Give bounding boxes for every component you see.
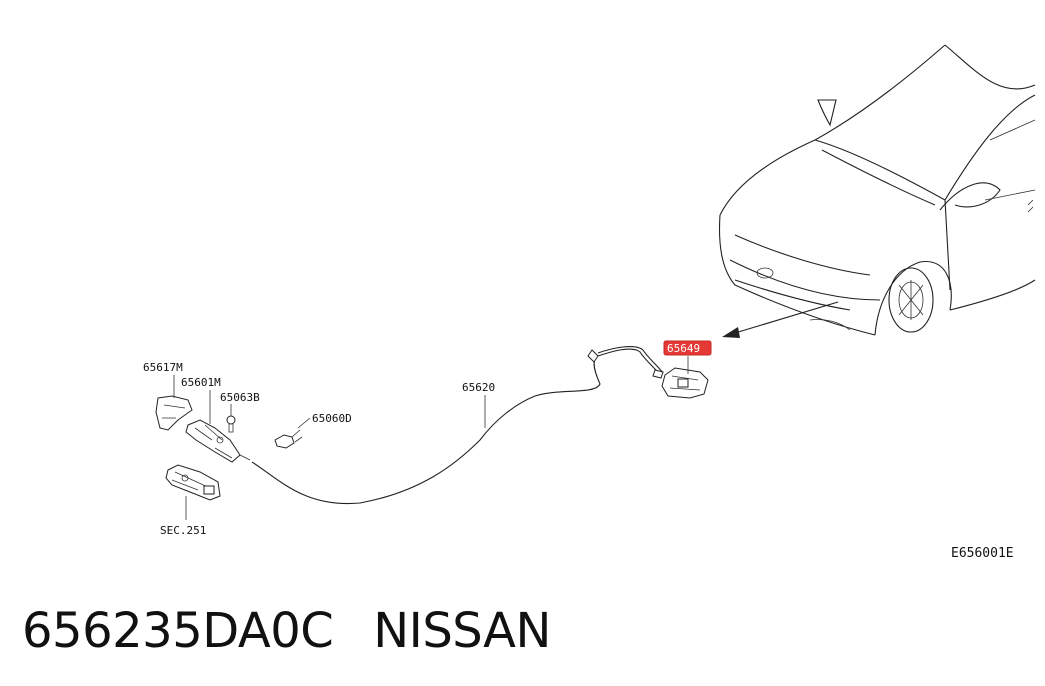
- callout-65601m[interactable]: 65601M: [181, 376, 221, 389]
- sec251-assembly: [165, 464, 221, 501]
- vehicle-illustration: [719, 44, 1036, 336]
- brand-name: NISSAN: [373, 603, 551, 659]
- bracket-65617m: [155, 395, 193, 431]
- location-arrow: [722, 301, 839, 338]
- callout-65063b[interactable]: 65063B: [220, 391, 260, 404]
- screw-65063b: [226, 415, 236, 433]
- part-caption: 656235DA0C NISSAN: [22, 596, 551, 666]
- release-handle-65601m: [185, 419, 251, 463]
- parts-diagram: 65649 65620 65060D 65063B 65617M 65601M: [143, 44, 1036, 561]
- callout-sec251[interactable]: SEC.251: [160, 524, 206, 537]
- part-number: 656235DA0C: [22, 603, 334, 659]
- callout-65649-highlight: [663, 340, 712, 356]
- figure-id: E656001E: [951, 546, 1014, 561]
- callout-65649[interactable]: 65649: [667, 342, 700, 355]
- hood-lock-part: [661, 367, 709, 399]
- callout-65060d[interactable]: 65060D: [312, 412, 352, 425]
- callout-65617m[interactable]: 65617M: [143, 361, 183, 374]
- hood-release-cable: [251, 346, 664, 505]
- callout-65620[interactable]: 65620: [462, 381, 495, 394]
- clip-65060d: [274, 429, 303, 449]
